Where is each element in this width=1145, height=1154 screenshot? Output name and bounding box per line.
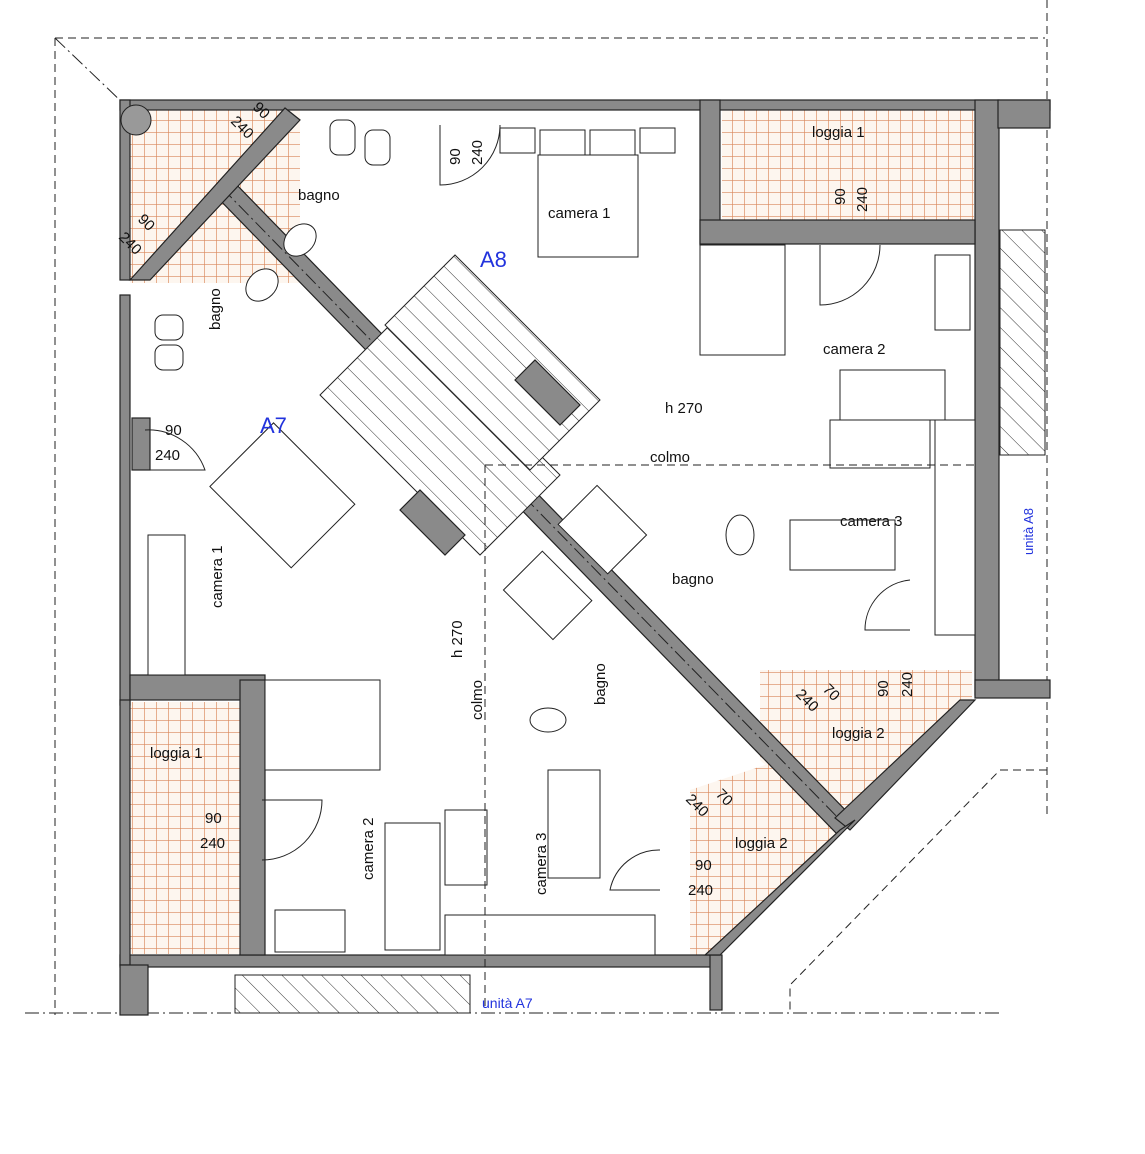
wall-right [974, 99, 1000, 696]
bed-a8-camera2 [839, 369, 946, 421]
wardrobe-a7-c3 [444, 914, 656, 956]
dim-a7-window-w: 90 [165, 422, 182, 439]
dim-a7-window-h: 240 [155, 447, 180, 464]
stair-wall-1 [514, 359, 581, 426]
dim-a8-loggia2-w: 90 [875, 680, 892, 697]
stair-a8 [384, 254, 601, 471]
bed-a7-camera3 [547, 769, 601, 879]
sink-a7-bagno [245, 268, 279, 302]
shower-a8 [557, 484, 648, 575]
room-label-a8-camera3: camera 3 [840, 513, 903, 530]
room-label-a7-camera2: camera 2 [360, 817, 377, 880]
room-label-a7-colmo: colmo [469, 680, 486, 720]
door-swing-a7-loggia2 [609, 849, 661, 891]
door-swing-a8-c3 [864, 579, 911, 631]
wc-a7 [154, 314, 184, 341]
desk-a8 [934, 254, 971, 331]
diagonal-ridge-top [54, 37, 126, 106]
door-swing-a7-window [144, 429, 206, 471]
stair-wall-2 [399, 489, 466, 556]
pillow-1 [539, 129, 586, 156]
sink-a8-bagno2 [725, 514, 755, 556]
room-label-a7-camera1: camera 1 [209, 545, 226, 608]
unit-a7-marker: unità A7 [482, 995, 533, 1011]
diagonal-wall-bottom [703, 819, 856, 956]
nightstand-2 [639, 127, 676, 154]
unit-a8-marker: unità A8 [1021, 508, 1036, 555]
wardrobe-a7-c1 [147, 534, 186, 676]
desk-a7 [274, 909, 346, 953]
diagonal-wall-right [834, 699, 977, 831]
dim-a8-loggia1-w: 90 [832, 188, 849, 205]
diagonal-wall-top-left [128, 107, 301, 281]
dim-a7-loggia2-w: 90 [695, 857, 712, 874]
room-label-a7-bagno2: bagno [592, 663, 609, 705]
dim-a8-loggia2-h: 240 [899, 672, 916, 697]
stair-unit-a8 [999, 229, 1046, 456]
loggia-1-a7-tiles [128, 702, 240, 954]
wall-left-lower [119, 699, 131, 966]
bidet-a8 [364, 129, 391, 166]
dim-a7-loggia1-w: 90 [205, 810, 222, 827]
room-label-a8-camera1: camera 1 [548, 205, 611, 222]
unit-a8-label: A8 [480, 247, 507, 272]
wall-loggia1-bottom [699, 219, 976, 245]
dim-a8-door-h: 240 [469, 140, 486, 165]
door-swing-a8-balcony [439, 124, 501, 186]
desk-a8-c3 [829, 419, 931, 469]
door-swing-a7-loggia [261, 799, 323, 861]
room-label-a7-loggia2: loggia 2 [735, 835, 788, 852]
window-left [131, 417, 151, 471]
nightstand-1 [499, 127, 536, 154]
desk-a7-c3 [444, 809, 488, 886]
bidet-a7 [154, 344, 184, 371]
room-label-a7-h: h 270 [449, 620, 466, 658]
wardrobe-a7-c2 [264, 679, 381, 771]
wardrobe-a8-c3 [934, 419, 976, 636]
wall-bottom [119, 954, 721, 968]
sink-a7-bagno2 [529, 707, 567, 733]
room-label-a8-loggia2: loggia 2 [832, 725, 885, 742]
wardrobe-a8-c2 [699, 244, 786, 356]
wall-left [119, 294, 131, 706]
wall-right-top [997, 99, 1051, 129]
wall-bottom-right-stub [709, 954, 723, 1011]
room-label-a8-loggia1: loggia 1 [812, 124, 865, 141]
bed-a7-camera1 [209, 422, 356, 569]
unit-a7-label: A7 [260, 413, 287, 438]
door-swing-a8-c2 [819, 244, 881, 306]
shower-a7 [502, 550, 593, 641]
bed-a7-camera2 [384, 822, 441, 951]
wall-left-upper [119, 99, 131, 281]
loggia-2-a7-tiles [690, 760, 840, 955]
room-label-a8-bagno: bagno [298, 187, 340, 204]
room-label-a8-h: h 270 [665, 400, 703, 417]
stair-unit-a7 [234, 974, 471, 1014]
room-label-a8-camera2: camera 2 [823, 341, 886, 358]
room-label-a7-bagno: bagno [207, 288, 224, 330]
room-label-a7-loggia1: loggia 1 [150, 745, 203, 762]
room-label-a8-bagno2: bagno [672, 571, 714, 588]
dim-a8-door-w: 90 [447, 148, 464, 165]
pillow-2 [589, 129, 636, 156]
bed-a8-camera1 [537, 154, 639, 258]
roof-outline-lower-right [789, 769, 1047, 1012]
wall-loggia-a7-right [239, 679, 266, 956]
column [120, 104, 152, 136]
wc-a8 [329, 119, 356, 156]
wall-right-ext [974, 679, 1051, 699]
room-label-a7-camera3: camera 3 [533, 832, 550, 895]
dim-a7-loggia2-h: 240 [688, 882, 713, 899]
bed-a8-camera3 [789, 519, 896, 571]
dim-a7-loggia1-h: 240 [200, 835, 225, 852]
dim-a8-loggia1-h: 240 [854, 187, 871, 212]
wall-bottom-left-stub [119, 964, 149, 1016]
sink-a8-bagno [283, 223, 317, 257]
room-label-a8-colmo: colmo [650, 449, 690, 466]
loggia-1-a8-tiles [722, 108, 974, 220]
